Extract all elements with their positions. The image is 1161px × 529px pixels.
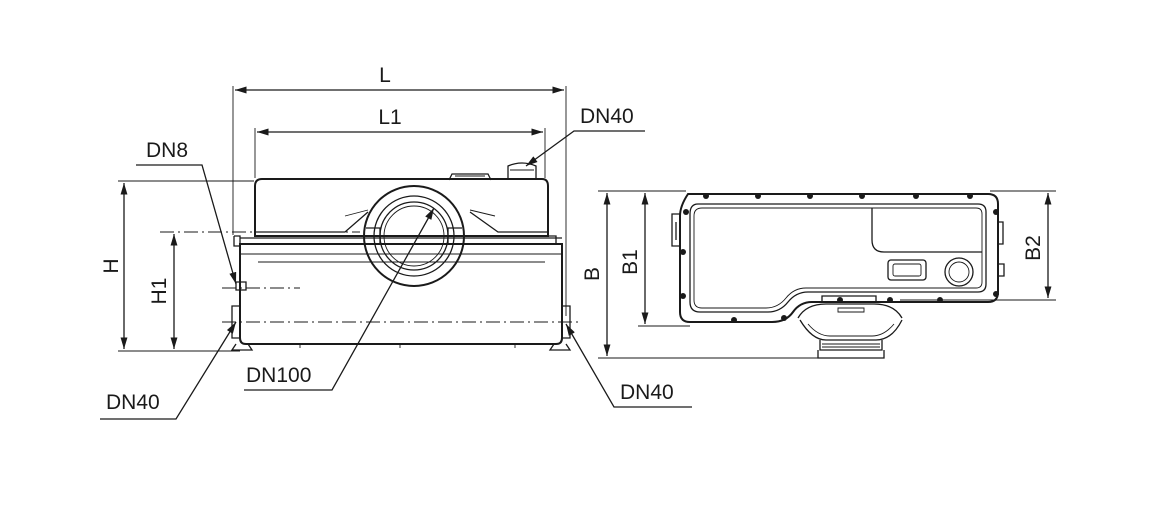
dimension-B2: B2 [900, 190, 1056, 301]
leader-dn100: DN100 [244, 207, 435, 391]
dimension-B: B [581, 190, 818, 359]
dimension-B1: B1 [619, 193, 690, 327]
leader-dn40-top: DN40 [525, 105, 645, 167]
label-dn100: DN100 [246, 364, 311, 387]
label-L1: L1 [378, 106, 401, 129]
top-view: B B1 B2 [581, 190, 1056, 359]
label-dn8: DN8 [146, 139, 188, 162]
front-view-body [230, 162, 572, 351]
dimension-L: L [232, 64, 567, 316]
front-view: L L1 H H1 DN40 DN8 [100, 64, 692, 420]
leader-dn40-right: DN40 [565, 323, 692, 408]
label-dn40-right: DN40 [620, 381, 674, 404]
leader-dn40-left: DN40 [100, 321, 237, 420]
label-B2: B2 [1022, 235, 1045, 261]
label-dn40-top: DN40 [580, 105, 634, 128]
label-H: H [100, 258, 123, 273]
label-L: L [379, 64, 391, 87]
leader-dn8: DN8 [136, 139, 237, 285]
label-B: B [581, 267, 604, 281]
label-H1: H1 [148, 278, 171, 305]
top-view-body [671, 193, 1005, 359]
dimension-L1: L1 [254, 106, 546, 178]
dimension-H1: H1 [148, 234, 240, 352]
label-B1: B1 [619, 249, 642, 275]
label-dn40-left: DN40 [106, 391, 160, 414]
